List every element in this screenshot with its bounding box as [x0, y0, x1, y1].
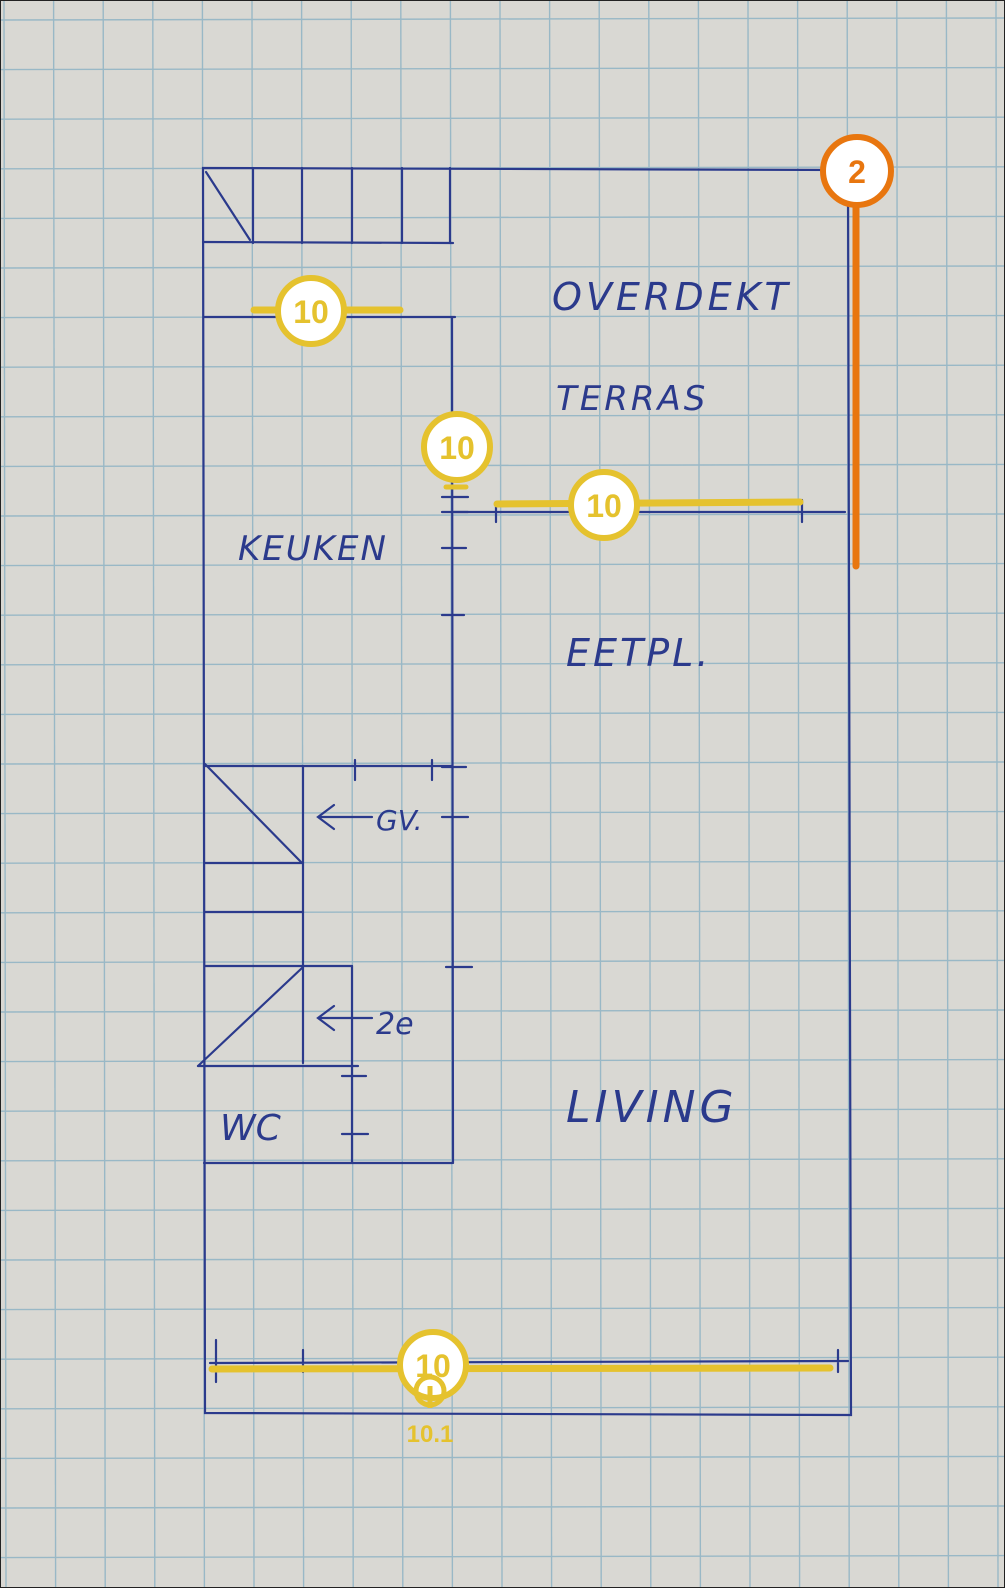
grid-line-vertical	[152, 0, 156, 1589]
label-keuken: KEUKEN	[238, 529, 388, 569]
grid-line-horizontal	[0, 215, 1005, 220]
grid-line-horizontal	[0, 910, 1005, 914]
grid-line-horizontal	[0, 810, 1005, 815]
grid-line-horizontal	[0, 711, 1005, 716]
outer-wall	[201, 166, 853, 1417]
yellow-badge-top	[275, 275, 347, 347]
grid-line-horizontal	[0, 662, 1005, 666]
grid-line-vertical	[449, 0, 454, 1589]
orange-badge	[820, 134, 894, 208]
yellow-badge-wall	[421, 411, 493, 483]
yellow-badge-top-label: 10	[293, 294, 329, 330]
grid-line-horizontal	[0, 17, 1005, 21]
grid-line-horizontal	[0, 860, 1005, 864]
top-stair	[201, 240, 455, 245]
grid-line-vertical	[499, 0, 503, 1589]
label-living: LIVING	[566, 1082, 738, 1133]
wc-ticks	[340, 1074, 370, 1136]
grid-line-horizontal	[0, 1009, 1005, 1013]
grid-line-vertical	[52, 0, 57, 1589]
grid-line-vertical	[350, 0, 354, 1589]
grid-line-horizontal	[0, 314, 1005, 319]
grid-line-vertical	[995, 0, 999, 1589]
grid-line-horizontal	[0, 1108, 1005, 1112]
mid-stair-lines	[203, 861, 354, 968]
grid-line-horizontal	[0, 1306, 1005, 1311]
grid-line-horizontal	[0, 1455, 1005, 1460]
grid-line-horizontal	[0, 463, 1005, 468]
yellow-measure-eetpl-line	[493, 498, 804, 508]
label-2e: 2e	[376, 1007, 414, 1042]
grid-line-horizontal	[0, 265, 1005, 269]
grid-line-horizontal	[0, 612, 1005, 616]
grid-line-horizontal	[0, 364, 1005, 368]
wc-wall	[202, 1061, 454, 1165]
grid-line-horizontal	[0, 66, 1005, 71]
grid-line-horizontal	[0, 513, 1005, 517]
mid-stair-frame	[202, 764, 454, 1065]
orange-measure: 2	[820, 134, 894, 570]
grid-line-horizontal	[0, 959, 1005, 964]
yellow-measure-wall: 10	[421, 411, 493, 490]
label-wc: WC	[220, 1108, 282, 1149]
grid-line-vertical	[697, 0, 702, 1589]
grid-line-vertical	[648, 0, 652, 1589]
top-stair-diagonal	[204, 170, 252, 242]
arrow-gv-shaft	[316, 803, 374, 831]
label-eetpl: EETPL.	[566, 631, 711, 675]
grid-line-vertical	[102, 0, 106, 1589]
yellow-measure-top: 10	[250, 275, 404, 347]
label-gv: GV.	[376, 804, 423, 837]
grid-line-horizontal	[0, 414, 1005, 418]
mid-stair-ticks	[353, 758, 434, 782]
grid-line-horizontal	[0, 1207, 1005, 1212]
yellow-badge-eetpl-label: 10	[586, 488, 622, 524]
orange-badge-label: 2	[848, 154, 866, 190]
lower-stair	[196, 964, 354, 1068]
yellow-badge-wall-label: 10	[439, 430, 475, 466]
grid-line-horizontal	[0, 562, 1005, 567]
label-terras: TERRAS	[556, 379, 708, 419]
grid-line-vertical	[598, 0, 602, 1589]
grid-line-horizontal	[0, 1554, 1005, 1559]
yellow-badge-bottom	[397, 1329, 469, 1401]
grid-line-vertical	[796, 0, 801, 1589]
grid-line-horizontal	[0, 1505, 1005, 1509]
grid-line-vertical	[747, 0, 751, 1589]
yellow-measure-value: 10.1	[407, 1421, 454, 1448]
plan-drawing	[196, 166, 853, 1417]
grid-line-horizontal	[0, 1257, 1005, 1261]
grid-line-vertical	[896, 0, 900, 1589]
grid-line-horizontal	[0, 1158, 1005, 1162]
mid-stair-diagonal	[203, 762, 303, 864]
grid-line-vertical	[945, 0, 950, 1589]
grid-line-horizontal	[0, 116, 1005, 120]
bottom-dimension-line	[208, 1338, 850, 1384]
top-stair-steps	[251, 166, 452, 245]
yellow-measure-bottom: 10 10.1	[208, 1329, 834, 1448]
grid-line-vertical	[400, 0, 404, 1589]
grid-line-vertical	[251, 0, 255, 1589]
grid-line-horizontal	[0, 1058, 1005, 1063]
plan-labels: OVERDEKT TERRAS KEUKEN EETPL. GV. 2e WC …	[220, 275, 792, 1149]
yellow-measure-bottom-line	[208, 1364, 834, 1373]
yellow-badge-eetpl	[568, 469, 640, 541]
grid-line-horizontal	[0, 1406, 1005, 1410]
arrow-2e-shaft	[316, 1004, 374, 1032]
yellow-measure-eetpl: 10	[493, 469, 804, 541]
grid-line-vertical	[3, 0, 7, 1589]
grid-line-vertical	[548, 0, 553, 1589]
grid-line-horizontal	[0, 761, 1005, 765]
label-overdekt: OVERDEKT	[552, 275, 792, 319]
